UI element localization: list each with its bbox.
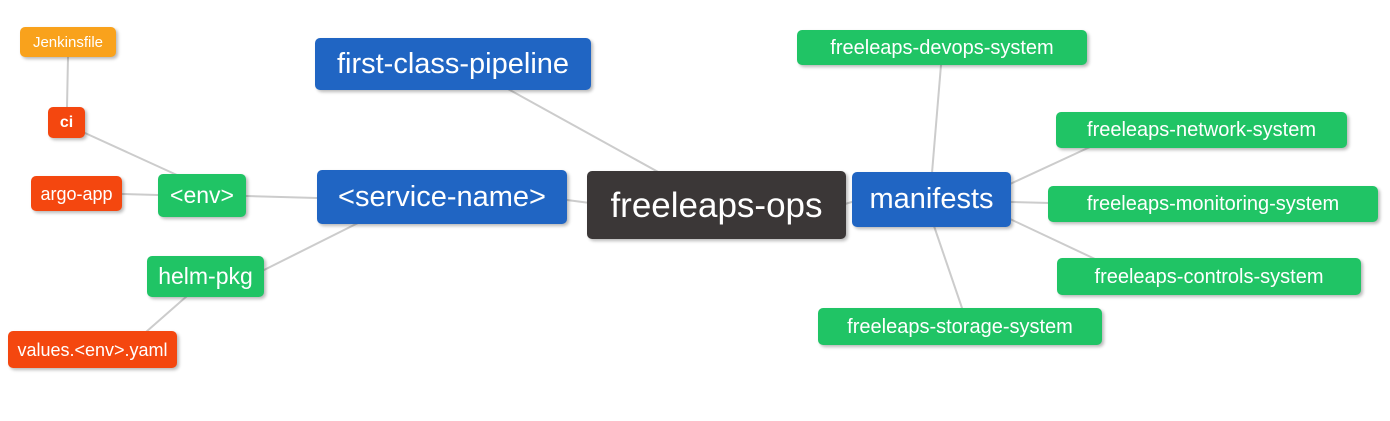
node-freeleaps-ops-root[interactable]: freeleaps-ops	[587, 171, 846, 239]
edge-service-name-ops	[566, 199, 591, 204]
edge-env-service-name	[245, 195, 318, 199]
node-values-env-yaml[interactable]: values.<env>.yaml	[8, 331, 177, 368]
edge-manifests-controls	[1009, 218, 1096, 260]
node-service-name[interactable]: <service-name>	[317, 170, 567, 224]
node-freeleaps-network-system[interactable]: freeleaps-network-system	[1056, 112, 1347, 148]
node-ci[interactable]: ci	[48, 107, 85, 138]
edge-manifests-devops	[931, 64, 942, 174]
node-freeleaps-controls-system[interactable]: freeleaps-controls-system	[1057, 258, 1361, 295]
edge-manifests-storage	[933, 225, 963, 309]
node-helm-pkg[interactable]: helm-pkg	[147, 256, 264, 297]
node-jenkinsfile[interactable]: Jenkinsfile	[20, 27, 116, 57]
node-freeleaps-storage-system[interactable]: freeleaps-storage-system	[818, 308, 1102, 345]
edge-helm-pkg-service-name	[261, 220, 363, 272]
edge-values-helm-pkg	[145, 295, 188, 333]
node-env[interactable]: <env>	[158, 174, 246, 217]
edge-manifests-network	[1009, 146, 1091, 185]
edge-pipeline-ops	[507, 88, 661, 174]
edge-argo-app-env	[121, 193, 159, 196]
node-argo-app[interactable]: argo-app	[31, 176, 122, 211]
edge-jenkinsfile-ci	[66, 56, 69, 108]
node-freeleaps-monitoring-system[interactable]: freeleaps-monitoring-system	[1048, 186, 1378, 222]
node-manifests[interactable]: manifests	[852, 172, 1011, 227]
node-first-class-pipeline[interactable]: first-class-pipeline	[315, 38, 591, 90]
node-freeleaps-devops-system[interactable]: freeleaps-devops-system	[797, 30, 1087, 65]
edge-manifests-monitoring	[1009, 201, 1051, 204]
